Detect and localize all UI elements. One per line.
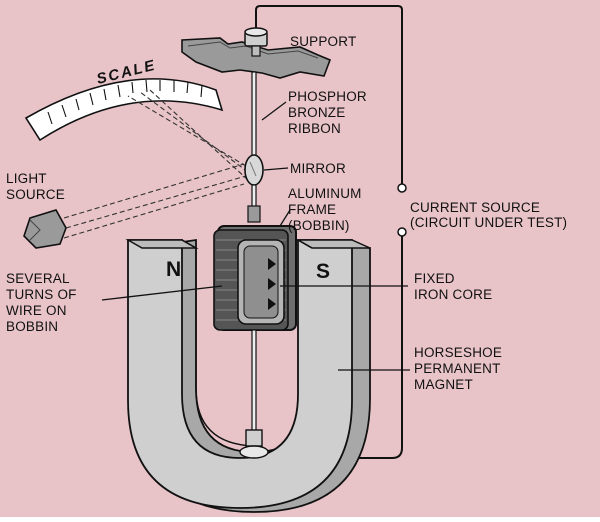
svg-text:CURRENT SOURCE: CURRENT SOURCE <box>410 200 540 215</box>
horseshoe-magnet <box>125 238 371 513</box>
core-label: FIXED IRON CORE <box>414 271 492 302</box>
svg-text:RIBBON: RIBBON <box>288 121 341 136</box>
mirror <box>244 154 264 186</box>
scale-arc <box>24 78 224 142</box>
light-source-label: LIGHT SOURCE <box>6 171 65 202</box>
svg-text:SOURCE: SOURCE <box>6 187 65 202</box>
svg-text:FIXED: FIXED <box>414 271 455 286</box>
phosphor-bronze-ribbon <box>251 71 257 163</box>
terminal-top <box>397 183 407 193</box>
mirror-label: MIRROR <box>290 161 346 176</box>
light-beam <box>63 89 249 239</box>
lower-spring-anchor <box>239 429 269 459</box>
svg-text:WIRE ON: WIRE ON <box>6 303 67 318</box>
svg-text:HORSESHOE: HORSESHOE <box>414 345 502 360</box>
current-source-label: CURRENT SOURCE (CIRCUIT UNDER TEST) <box>410 200 567 230</box>
svg-text:(BOBBIN): (BOBBIN) <box>288 218 350 233</box>
svg-text:IRON CORE: IRON CORE <box>414 287 492 302</box>
svg-text:PHOSPHOR: PHOSPHOR <box>288 89 367 104</box>
svg-text:PERMANENT: PERMANENT <box>414 361 501 376</box>
svg-text:ALUMINUM: ALUMINUM <box>288 186 362 201</box>
svg-text:(CIRCUIT UNDER TEST): (CIRCUIT UNDER TEST) <box>410 215 567 230</box>
svg-text:FRAME: FRAME <box>288 202 336 217</box>
frame-label: ALUMINUM FRAME (BOBBIN) <box>288 186 362 233</box>
support-plate <box>181 37 332 79</box>
turns-label: SEVERAL TURNS OF WIRE ON BOBBIN <box>6 271 77 334</box>
svg-text:BRONZE: BRONZE <box>288 105 345 120</box>
svg-text:TURNS OF: TURNS OF <box>6 287 77 302</box>
fixed-iron-core <box>237 239 285 325</box>
svg-text:SEVERAL: SEVERAL <box>6 271 70 286</box>
ribbon-clamp <box>247 205 261 223</box>
ribbon-lower <box>251 184 257 208</box>
support-screw <box>244 27 268 57</box>
lower-ribbon <box>251 329 257 433</box>
north-pole-label: N <box>166 258 181 281</box>
svg-text:MAGNET: MAGNET <box>414 377 473 392</box>
light-source-lamp <box>23 209 67 249</box>
south-pole-label: S <box>316 260 330 283</box>
svg-text:LIGHT: LIGHT <box>6 171 47 186</box>
magnet-label: HORSESHOE PERMANENT MAGNET <box>414 345 502 392</box>
support-label: SUPPORT <box>290 34 356 49</box>
leader-lines <box>101 101 410 371</box>
circuit-wire <box>255 5 403 459</box>
svg-text:BOBBIN: BOBBIN <box>6 319 58 334</box>
ribbon-label: PHOSPHOR BRONZE RIBBON <box>288 89 367 136</box>
terminal-bottom <box>397 227 407 237</box>
